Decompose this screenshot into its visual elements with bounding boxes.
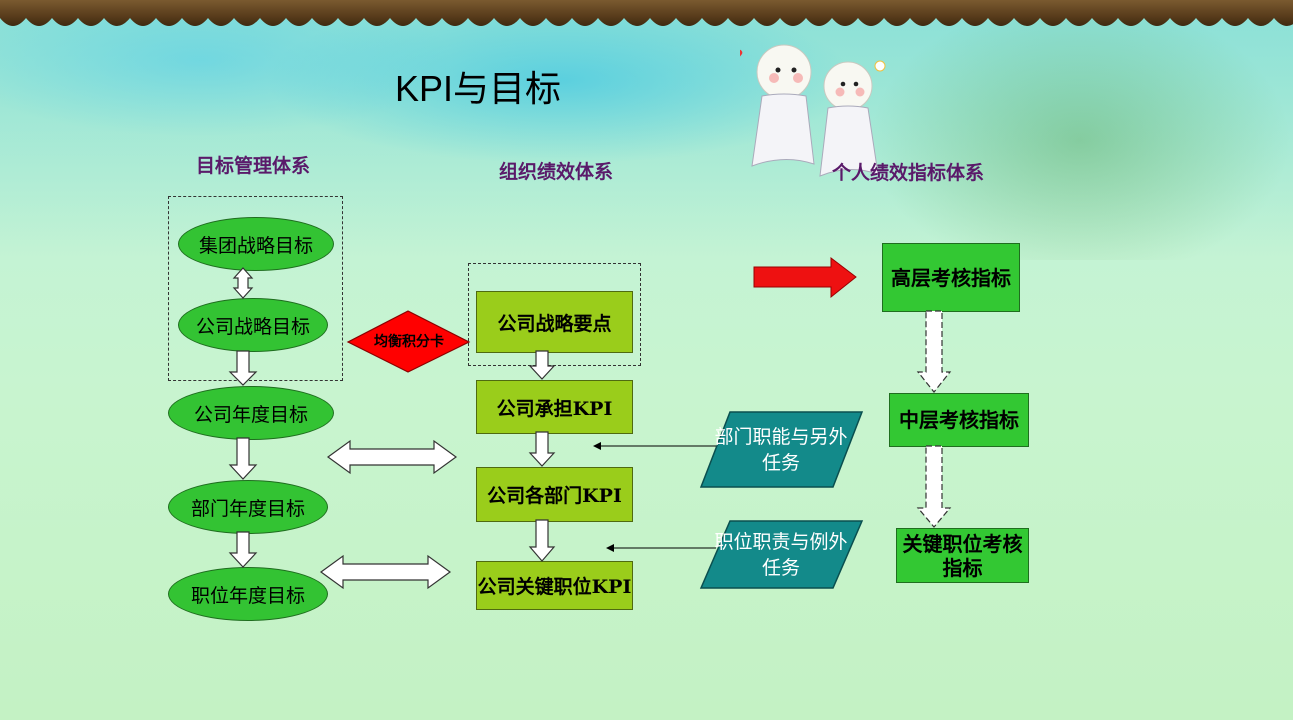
- dashed-down-arrow-icon: [916, 310, 952, 393]
- input-dept-functions-label: 部门职能与另外任务: [714, 426, 848, 474]
- hanging-dolls-decoration: [740, 44, 886, 177]
- personal-middle-indicators: 中层考核指标: [889, 393, 1029, 447]
- goal-company-strategy: 公司战略目标: [178, 298, 328, 352]
- goal-group-strategy: 集团战略目标: [178, 217, 334, 271]
- double-arrow-vertical-icon: [232, 267, 254, 299]
- sky-background: [0, 0, 1293, 260]
- curtain-valance: [0, 0, 1293, 26]
- down-arrow-icon: [528, 431, 556, 467]
- down-arrow-icon: [528, 519, 556, 562]
- dashed-down-arrow-icon: [916, 445, 952, 528]
- personal-senior-indicators: 高层考核指标: [882, 243, 1020, 312]
- down-arrow-icon: [228, 437, 258, 480]
- column-heading-org: 组织绩效体系: [499, 161, 614, 183]
- column-heading-goals: 目标管理体系: [196, 155, 311, 177]
- org-company-kpi: 公司承担KPI: [476, 380, 633, 434]
- double-arrow-horizontal-icon: [319, 554, 452, 590]
- org-strategy-points: 公司战略要点: [476, 291, 633, 353]
- down-arrow-icon: [228, 531, 258, 568]
- down-arrow-icon: [228, 350, 258, 386]
- column-heading-personal: 个人绩效指标体系: [832, 162, 985, 184]
- red-arrow-icon: [753, 256, 857, 299]
- input-position-duties-shape: [699, 520, 864, 589]
- balanced-scorecard-label: 均衡积分卡: [374, 333, 444, 350]
- goal-position-annual: 职位年度目标: [168, 567, 328, 621]
- personal-key-position-indicators: 关键职位考核指标: [896, 528, 1029, 583]
- input-dept-functions-shape: [699, 411, 864, 488]
- goal-department-annual: 部门年度目标: [168, 480, 328, 534]
- double-arrow-horizontal-icon: [326, 439, 458, 475]
- balanced-scorecard-diamond: [346, 310, 471, 373]
- down-arrow-icon: [528, 350, 556, 380]
- input-position-duties-label: 职位职责与例外任务: [714, 531, 848, 579]
- org-department-kpi: 公司各部门KPI: [476, 467, 633, 522]
- strategy-group-frame: [168, 196, 343, 381]
- org-key-position-kpi: 公司关键职位KPI: [476, 561, 633, 610]
- goal-company-annual: 公司年度目标: [168, 386, 334, 440]
- page-title: KPI与目标: [395, 68, 562, 109]
